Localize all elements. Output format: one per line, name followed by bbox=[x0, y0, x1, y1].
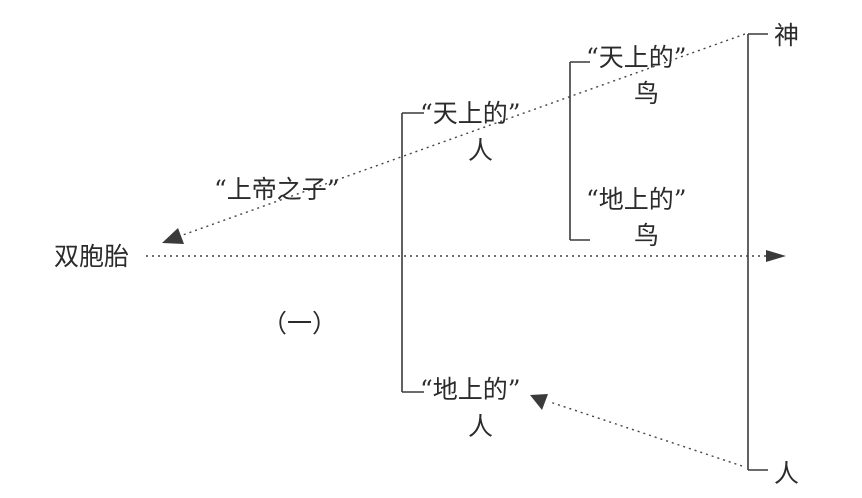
dotted-arrow-to-twins bbox=[162, 33, 746, 244]
person-bracket bbox=[401, 112, 424, 393]
label-ren-right: 人 bbox=[774, 459, 799, 488]
label-earthly-person-line1: “地上的” bbox=[420, 375, 521, 404]
label-earthly-person-line2: 人 bbox=[468, 412, 493, 441]
label-earthly-bird-line2: 鸟 bbox=[634, 221, 659, 250]
main-bracket-right bbox=[747, 33, 768, 471]
label-son-of-god: “上帝之子” bbox=[214, 175, 340, 204]
label-earthly-bird-line1: “地上的” bbox=[586, 185, 687, 214]
label-heavenly-bird-line1: “天上的” bbox=[586, 43, 687, 72]
label-heavenly-person-line1: “天上的” bbox=[420, 99, 521, 128]
label-shen: 神 bbox=[774, 21, 799, 50]
dotted-arrow-to-earthly-person bbox=[530, 394, 743, 467]
dotted-arrow-horizontal bbox=[146, 250, 786, 262]
label-heavenly-person-line2: 人 bbox=[468, 136, 493, 165]
bird-bracket bbox=[569, 61, 590, 241]
label-heavenly-bird-line2: 鸟 bbox=[634, 79, 659, 108]
label-twins: 双胞胎 bbox=[54, 242, 129, 271]
label-section-number: （一） bbox=[262, 309, 337, 338]
